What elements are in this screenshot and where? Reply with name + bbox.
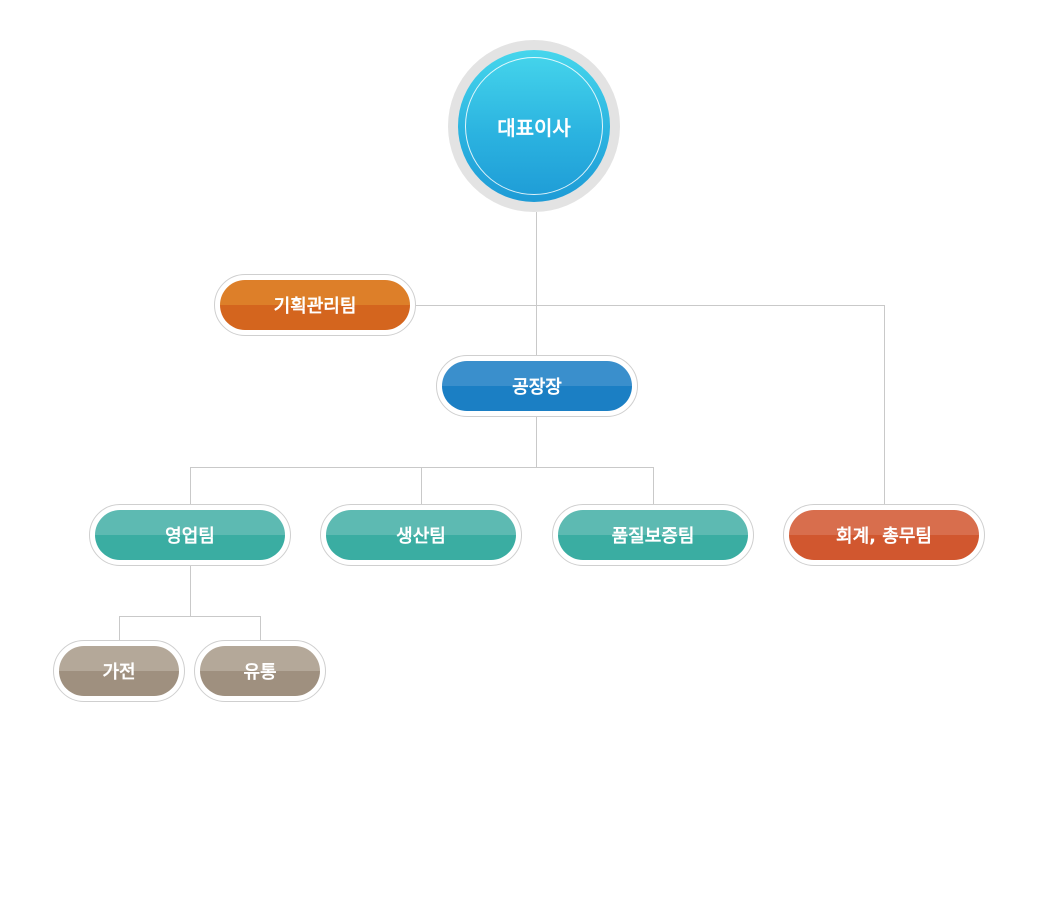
sales-team-pill: 영업팀 [95, 510, 285, 560]
production-team-node: 생산팀 [320, 504, 522, 566]
factory-manager-pill: 공장장 [442, 361, 632, 411]
connector-appliance-drop [119, 616, 120, 641]
connector-accounting-drop [884, 305, 885, 505]
distribution-label: 유통 [243, 662, 277, 683]
ceo-node-ring [465, 57, 603, 195]
connector-subteams-bar [119, 616, 261, 617]
connector-planning-to-accounting [415, 305, 885, 306]
appliance-node: 가전 [53, 640, 185, 702]
sales-team-label: 영업팀 [165, 526, 215, 547]
connector-factory-down [536, 416, 537, 467]
planning-team-label: 기획관리팀 [273, 296, 357, 317]
distribution-pill: 유통 [200, 646, 320, 696]
appliance-pill: 가전 [59, 646, 179, 696]
connector-sales-down [190, 565, 191, 617]
accounting-team-node: 회계, 총무팀 [783, 504, 985, 566]
planning-team-pill: 기획관리팀 [220, 280, 410, 330]
distribution-node: 유통 [194, 640, 326, 702]
quality-team-label: 품질보증팀 [611, 526, 695, 547]
quality-team-pill: 품질보증팀 [558, 510, 748, 560]
sales-team-node: 영업팀 [89, 504, 291, 566]
connector-distribution-drop [260, 616, 261, 641]
factory-manager-node: 공장장 [436, 355, 638, 417]
accounting-team-pill: 회계, 총무팀 [789, 510, 979, 560]
factory-manager-label: 공장장 [512, 377, 562, 398]
connector-teams-bar [190, 467, 654, 468]
accounting-team-label: 회계, 총무팀 [836, 526, 932, 547]
connector-sales-drop [190, 467, 191, 505]
connector-quality-drop [653, 467, 654, 505]
connector-ceo-to-factory [536, 212, 537, 358]
quality-team-node: 품질보증팀 [552, 504, 754, 566]
planning-team-node: 기획관리팀 [214, 274, 416, 336]
appliance-label: 가전 [102, 662, 136, 683]
production-team-pill: 생산팀 [326, 510, 516, 560]
production-team-label: 생산팀 [396, 526, 446, 547]
connector-production-drop [421, 467, 422, 505]
